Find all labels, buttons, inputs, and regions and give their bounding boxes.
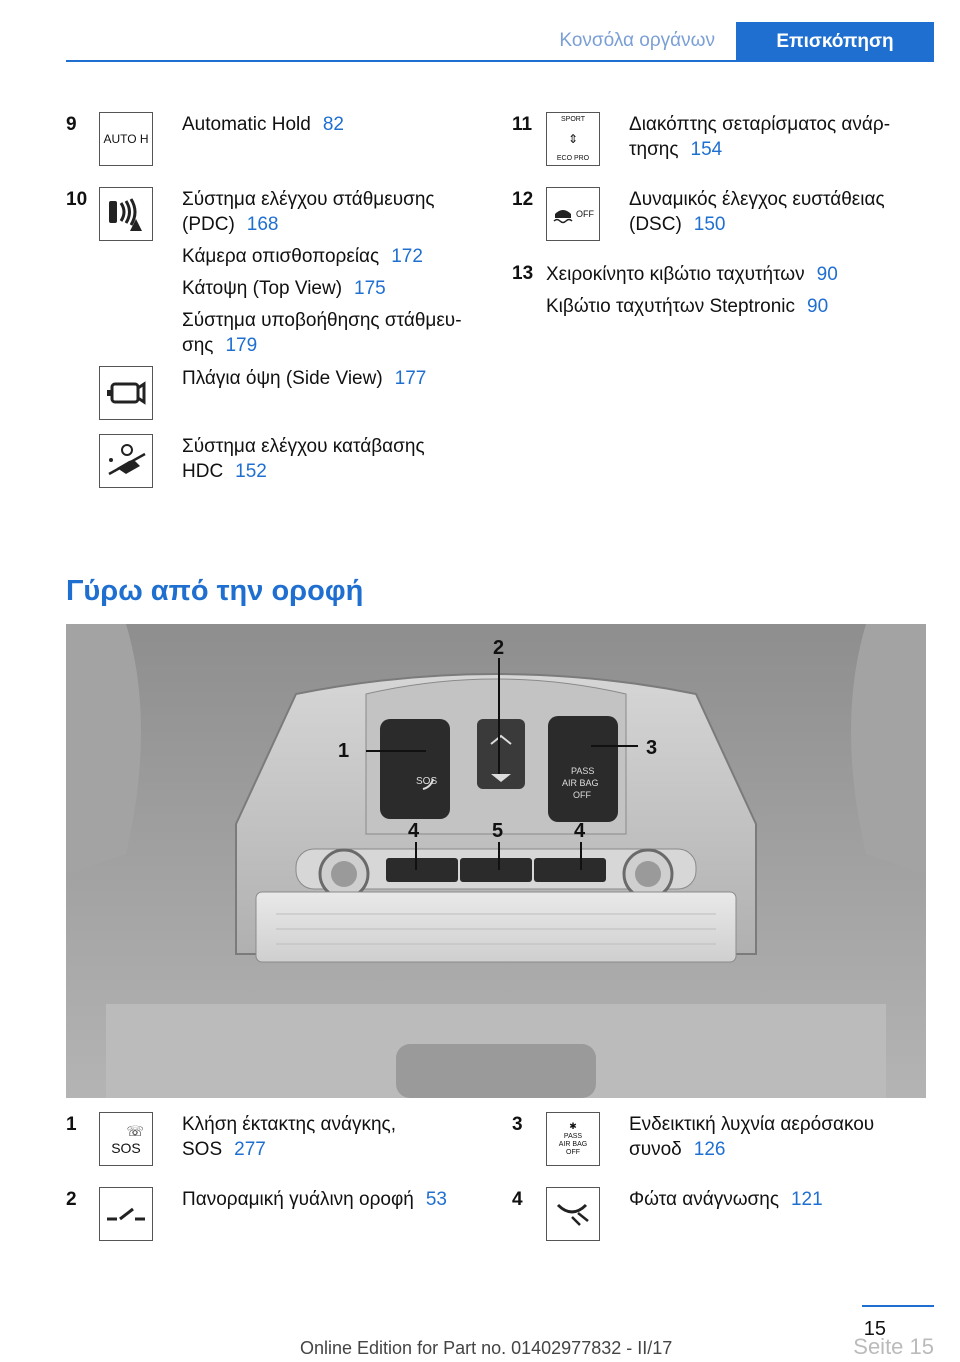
entry-line: Πλάγια όψη (Side View) [182,368,383,389]
roof-console-illustration: SOS PASS AIR BAG OFF 1 [66,624,926,1098]
up-down-arrows-icon: ⇕ [567,132,579,146]
callout-5: 5 [492,820,503,842]
item-number: 11 [512,114,533,135]
page-ref[interactable]: 277 [234,1139,266,1160]
watermark: Seite 15 [853,1334,934,1359]
callout-4b: 4 [574,820,586,842]
pass-label: PASS [563,1132,583,1140]
header-rule [66,60,934,62]
dsc-off-icon: OFF [546,187,600,241]
airbag-label: AIR BAG [558,1140,588,1148]
auto-hold-icon: AUTO H [99,112,153,166]
entry-line: Κιβώτιο ταχυτήτων Steptronic [546,296,796,317]
page-header: Κονσόλα οργάνων Επισκόπηση [0,0,960,62]
entry-text: Δυναμικός έλεγχος ευστάθειας (DSC)150 [629,187,924,244]
entry-line: Automatic Hold [182,114,311,135]
airbag-label: AIR BAG [562,778,599,788]
panoramic-roof-icon [99,1187,153,1241]
page-ref[interactable]: 121 [790,1189,823,1210]
item-number: 9 [66,114,77,135]
footer-rule [862,1305,934,1307]
entry-line: Κάτοψη (Top View) [182,278,343,299]
page-ref[interactable]: 126 [693,1139,726,1160]
callout-1: 1 [338,740,349,762]
entry-text: Σύστημα ελέγχου στάθμευσης (PDC)168 Κάμε… [182,187,482,365]
callout-2: 2 [493,637,504,659]
page-number: 15 [863,1318,886,1340]
off-label: OFF [566,1148,580,1156]
sport-ecopro-icon: SPORT ⇕ ECO PRO [546,112,600,166]
entry-line: Χειροκίνητο κιβώτιο ταχυτήτων [546,264,805,285]
page-ref[interactable]: 154 [690,139,723,160]
sos-button-label: SOS [416,776,437,787]
auto-hold-icon-label: AUTO H [103,132,149,146]
item-number: 12 [512,189,534,210]
entry-line: Σύστημα ελέγχου κατάβασης HDC [182,436,425,482]
callout-4a: 4 [408,820,420,842]
page-ref[interactable]: 150 [693,214,726,235]
reading-light-icon [546,1187,600,1241]
side-view-icon [99,366,153,420]
airbag-off-icon: ✱ PASS AIR BAG OFF [546,1112,600,1166]
entry-line: Σύστημα υποβοήθησης στάθμευ‐σης [182,310,462,356]
callout-3: 3 [646,737,657,759]
page-ref[interactable]: 82 [322,114,344,135]
chapter-title: Κονσόλα οργάνων [559,30,715,51]
off-label: OFF [573,790,591,800]
section-tab: Επισκόπηση [736,22,934,62]
page-ref[interactable]: 152 [235,461,267,482]
item-number: 3 [512,1114,523,1135]
page-ref[interactable]: 90 [816,264,838,285]
entry-line: Ενδεικτική λυχνία αερόσακου συνοδ [629,1114,875,1160]
entry-line: Σύστημα ελέγχου στάθμευσης (PDC) [182,189,435,235]
page-ref[interactable]: 172 [391,246,423,267]
page-ref[interactable]: 179 [225,335,258,356]
item-number: 13 [512,263,534,284]
ecopro-label: ECO PRO [556,155,590,162]
page-ref[interactable]: 168 [246,214,279,235]
item-number: 1 [66,1114,77,1135]
item-number: 4 [512,1189,523,1210]
entry-line: Κάμερα οπισθοπορείας [182,246,380,267]
sos-label: SOS [111,1139,141,1156]
page-ref[interactable]: 177 [394,368,427,389]
page-ref[interactable]: 90 [807,296,829,317]
edition-note: Online Edition for Part no. 01402977832 … [300,1338,673,1358]
section-title: Γύρω από την οροφή [66,575,364,607]
pass-label: PASS [571,766,594,776]
skid-car-icon [553,210,573,224]
entry-text: Πλάγια όψη (Side View) 177 [182,366,482,398]
page-ref[interactable]: 53 [425,1189,447,1210]
entry-text: Φώτα ανάγνωσης 121 [629,1187,924,1219]
item-number: 2 [66,1189,77,1210]
entry-line: Πανοραμική γυάλινη οροφή [182,1189,414,1210]
entry-line: Διακόπτης σεταρίσματος ανάρ‐τησης [629,114,891,160]
pdc-icon [99,187,153,241]
off-label: OFF [576,209,594,219]
phone-icon: ☏ [126,1122,144,1139]
hdc-icon [99,434,153,488]
page-ref[interactable]: 175 [354,278,386,299]
entry-text: Πανοραμική γυάλινη οροφή 53 [182,1187,462,1219]
entry-text: Automatic Hold 82 [182,112,482,144]
entry-line: Φώτα ανάγνωσης [629,1189,779,1210]
entry-line: Δυναμικός έλεγχος ευστάθειας (DSC) [629,189,885,235]
sport-label: SPORT [561,116,585,123]
entry-line: Κλήση έκτακτης ανάγκης, SOS [182,1114,396,1160]
sos-icon: ☏ SOS [99,1112,153,1166]
item-number: 10 [66,189,88,210]
seat-airbag-icon: ✱ [569,1120,577,1131]
